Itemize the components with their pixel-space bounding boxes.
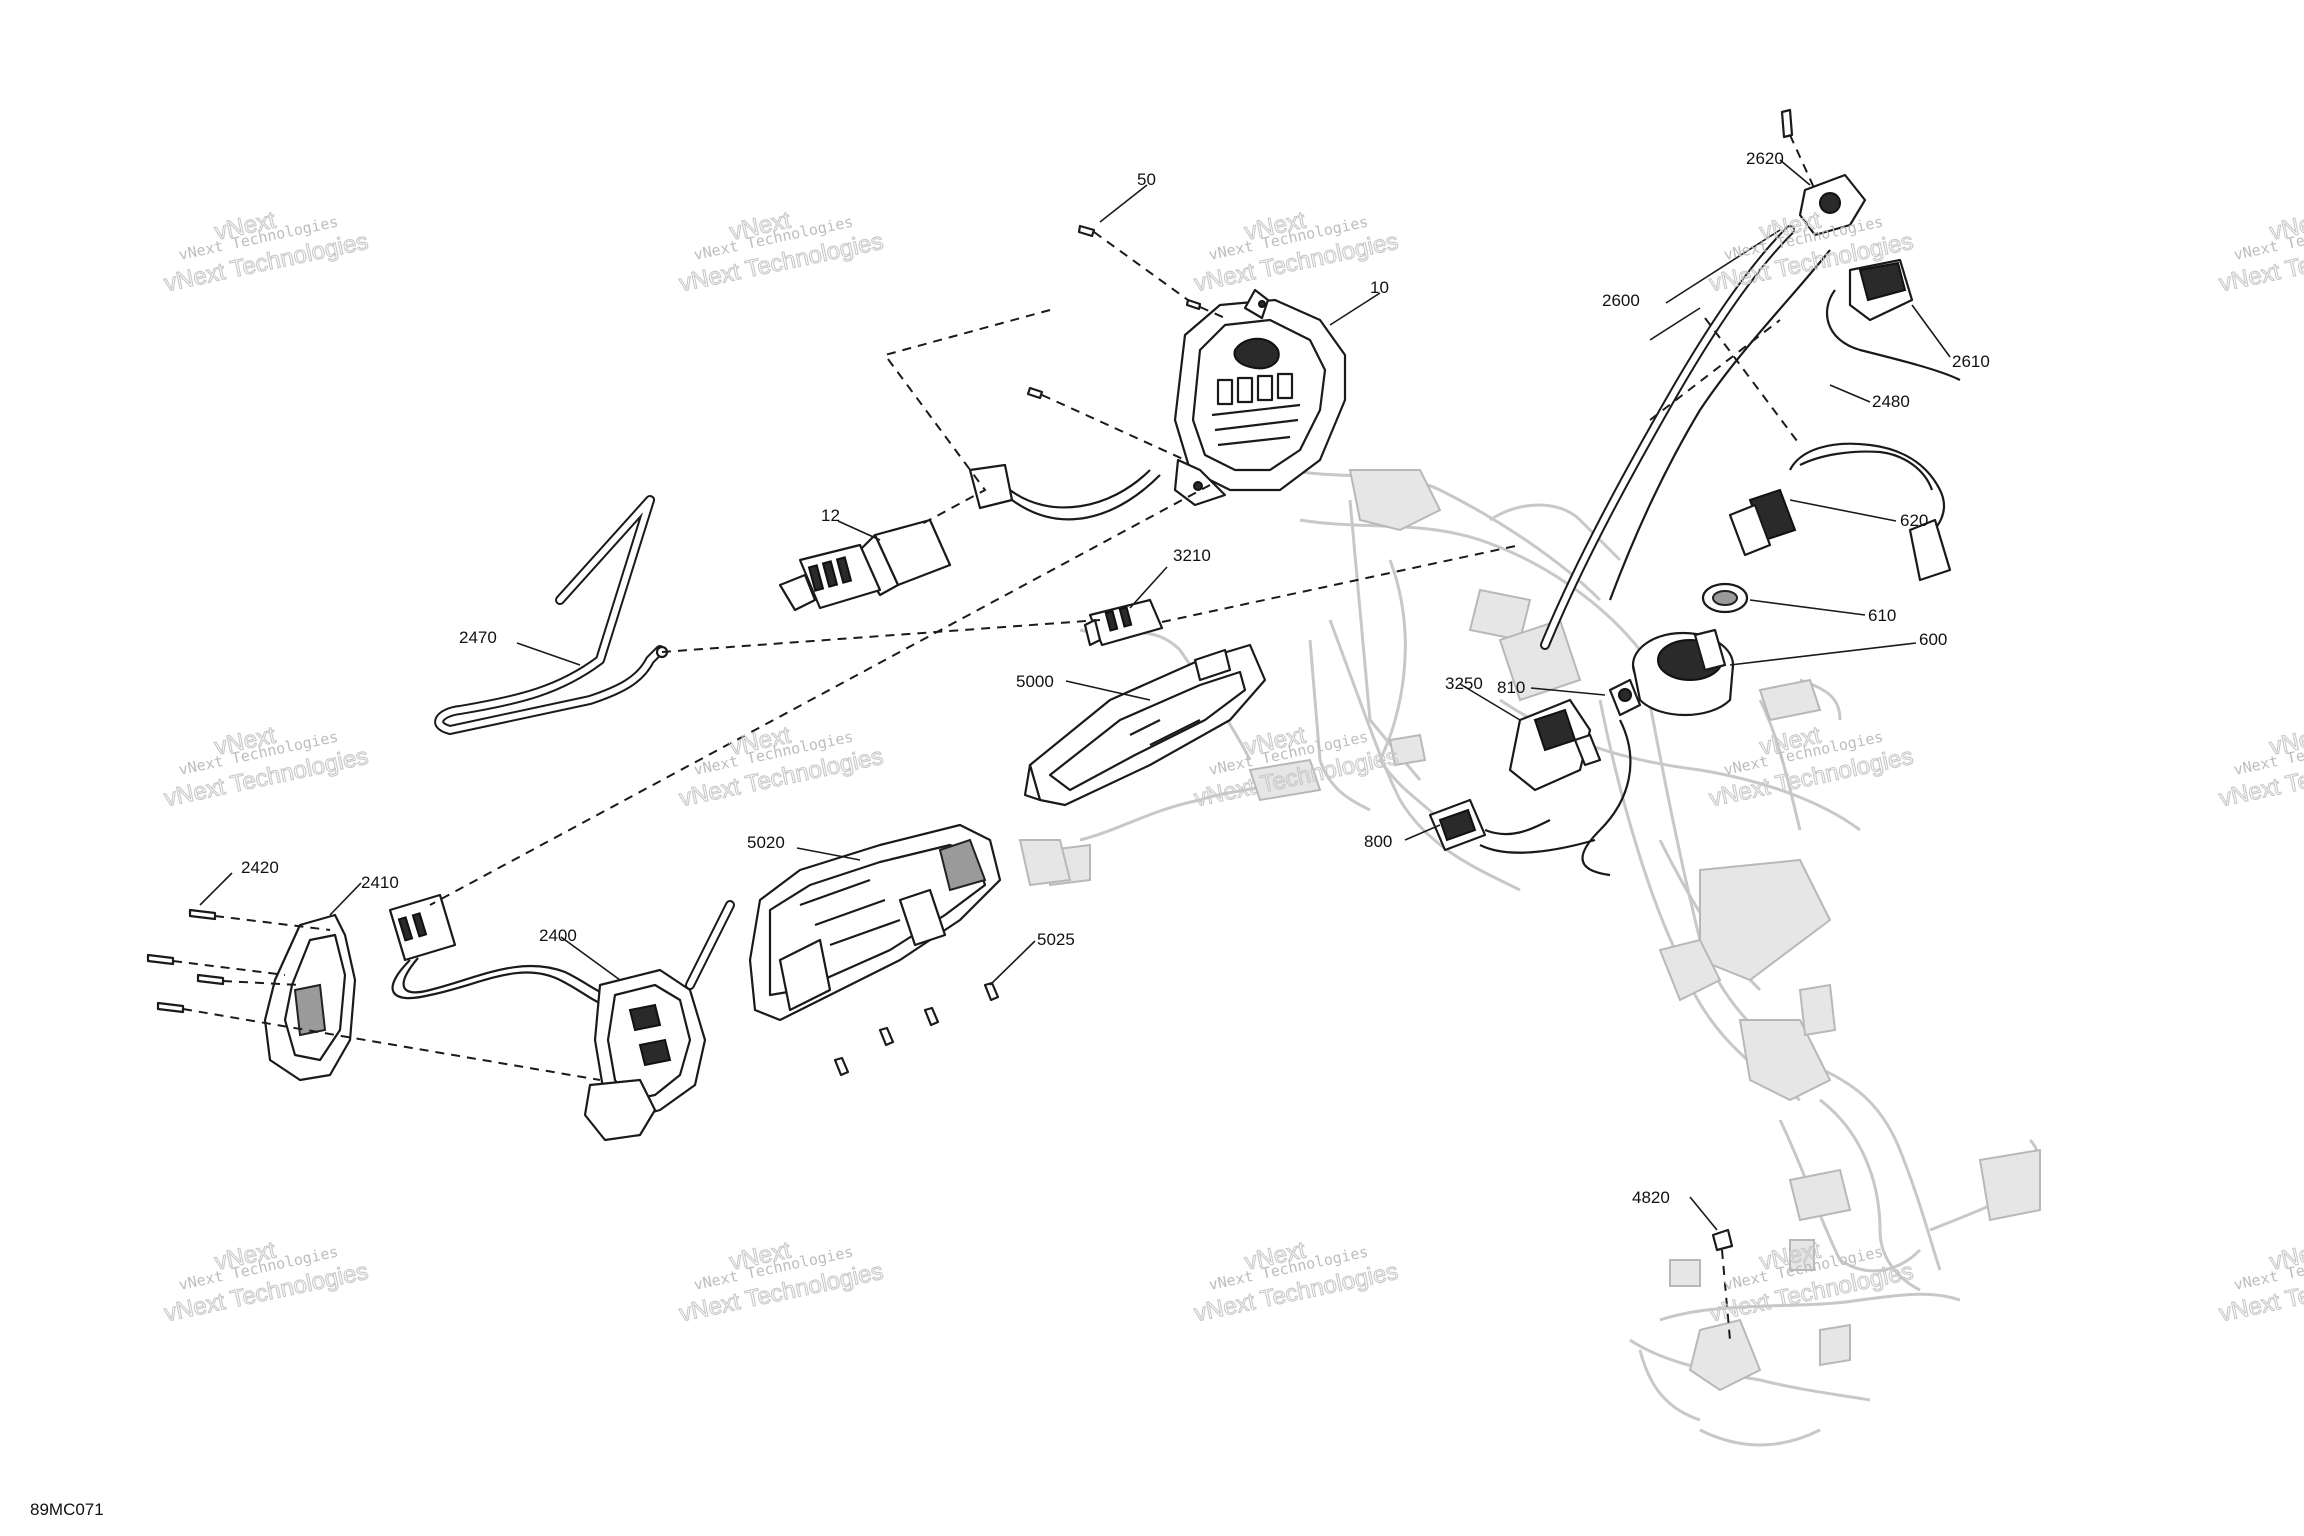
leader-lines	[199, 159, 1951, 1231]
module-part-2610	[1848, 258, 1914, 322]
harness-rod-part-2470	[434, 495, 669, 735]
screws-part-5025	[833, 981, 1000, 1077]
ignition-switch-part-600	[1631, 628, 1735, 716]
screw-part-50	[1026, 224, 1202, 400]
callout-800: 800	[1364, 832, 1392, 851]
instrument-cluster-part-10	[1173, 288, 1347, 507]
callout-2480: 2480	[1872, 392, 1910, 411]
callout-5025: 5025	[1037, 930, 1075, 949]
callout-4820: 4820	[1632, 1188, 1670, 1207]
callout-2600: 2600	[1602, 291, 1640, 310]
callout-50: 50	[1137, 170, 1156, 189]
callout-2470: 2470	[459, 628, 497, 647]
callout-10: 10	[1370, 278, 1389, 297]
assembly-lines	[172, 134, 1816, 1341]
cover-part-5000	[1023, 643, 1267, 807]
cover-part-5020	[748, 823, 1002, 1022]
ghost-components	[1018, 469, 2041, 1392]
switch-part-3250	[1508, 698, 1602, 792]
callout-2620: 2620	[1746, 149, 1784, 168]
connector-part-12	[778, 518, 952, 612]
callout-12: 12	[821, 506, 840, 525]
bracket-part-2620	[1780, 108, 1867, 237]
callout-2410: 2410	[361, 873, 399, 892]
callout-labels: 50 10 2620 2600 2610 2480 12 620 3210 24…	[241, 149, 1990, 1207]
connector-part-3210	[1083, 598, 1164, 647]
clip-part-4820	[1711, 1228, 1734, 1252]
harness-part-2480	[1826, 289, 1961, 381]
callout-2400: 2400	[539, 926, 577, 945]
switch-housing-part-2410	[263, 913, 357, 1082]
callout-2610: 2610	[1952, 352, 1990, 371]
callout-5020: 5020	[747, 833, 785, 852]
callout-600: 600	[1919, 630, 1947, 649]
switch-connector	[388, 893, 626, 1008]
tether-cord-part-620	[1728, 442, 1952, 582]
callout-610: 610	[1868, 606, 1896, 625]
callout-3250: 3250	[1445, 674, 1483, 693]
bulb-part-810	[1608, 678, 1642, 717]
diagram-code: 89MC071	[30, 1500, 104, 1519]
ring-part-610	[1701, 582, 1749, 614]
cluster-harness	[968, 463, 1161, 521]
cable-part-2600	[1540, 225, 1831, 650]
callout-620: 620	[1900, 511, 1928, 530]
connector-part-800	[1428, 719, 1632, 877]
callout-2420: 2420	[241, 858, 279, 877]
switch-part-2400	[583, 900, 735, 1142]
callout-5000: 5000	[1016, 672, 1054, 691]
callout-3210: 3210	[1173, 546, 1211, 565]
callout-810: 810	[1497, 678, 1525, 697]
screws-part-2420	[146, 908, 225, 1014]
